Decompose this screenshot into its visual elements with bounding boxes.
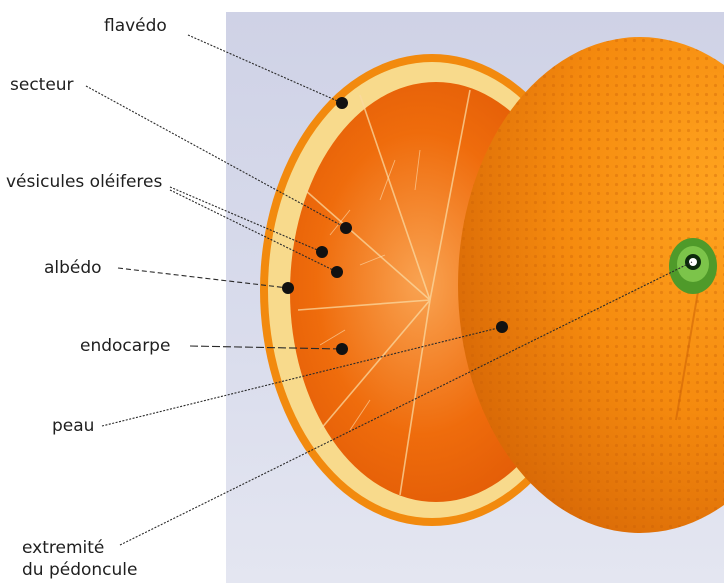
label-du-pedoncule: du pédoncule xyxy=(22,560,138,580)
dot-secteur xyxy=(340,222,352,234)
dot-endocarpe xyxy=(336,343,348,355)
dot-vesicules-1 xyxy=(316,246,328,258)
label-albedo: albédo xyxy=(44,258,102,278)
dot-albedo xyxy=(282,282,294,294)
label-peau: peau xyxy=(52,416,94,436)
label-secteur: secteur xyxy=(10,75,74,95)
leader-flavedo xyxy=(188,35,342,103)
dot-flavedo xyxy=(336,97,348,109)
dot-peau xyxy=(496,321,508,333)
label-vesicules: vésicules oléiferes xyxy=(6,172,162,192)
pedicel-end xyxy=(669,238,717,294)
label-endocarpe: endocarpe xyxy=(80,336,170,356)
dot-vesicules-2 xyxy=(331,266,343,278)
label-flavedo: flavédo xyxy=(104,16,167,36)
label-extremite: extremité xyxy=(22,538,104,558)
